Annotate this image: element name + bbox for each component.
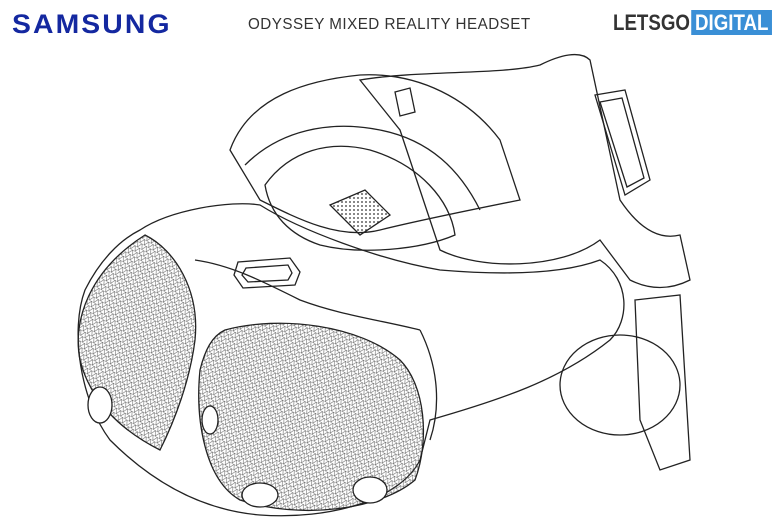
headband [229,74,521,234]
side-knob [559,334,681,436]
rear-strap [358,53,691,289]
side-arm [634,294,691,471]
strap-buckle [394,87,416,117]
right-camera-lens [198,322,424,512]
logo-digital: DIGITAL [691,10,772,35]
page-title: ODYSSEY MIXED REALITY HEADSET [248,16,531,33]
letsgodigital-logo: LETSGO DIGITAL [613,10,772,35]
strap-window [594,89,651,196]
inner-opening [264,145,456,251]
logo-letsgo: LETSGO [613,10,691,35]
speaker-grille [328,189,392,236]
sensor-badge [233,257,301,289]
samsung-logo: SAMSUNG [12,9,172,39]
